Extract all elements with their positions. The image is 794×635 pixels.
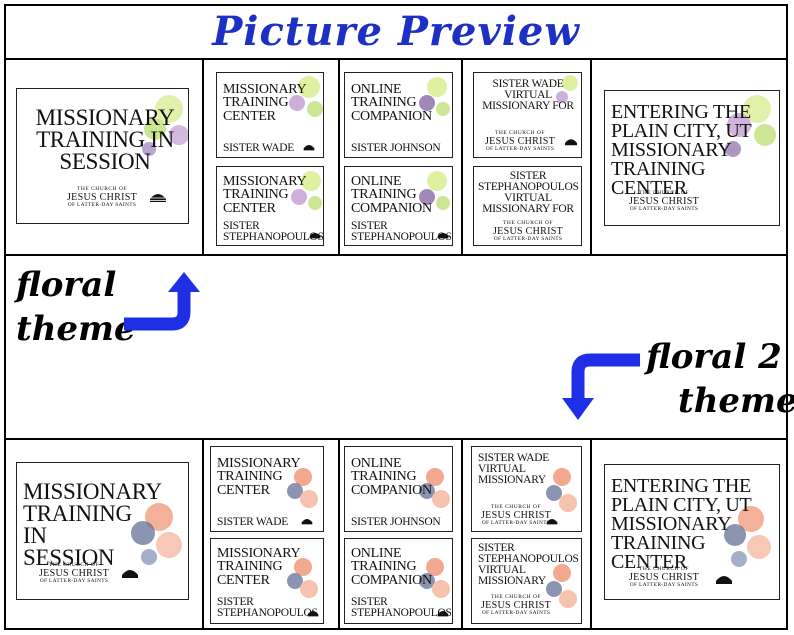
divider [590, 58, 592, 254]
card-online-steph: Online Training Companion Sister Stephan… [344, 166, 453, 246]
arrow-up-icon [124, 272, 200, 331]
card-name: Sister Stephanopoulos [217, 596, 318, 619]
card-in-session: Missionary Training in Session THE CHURC… [16, 88, 189, 224]
temple-icon [150, 194, 166, 202]
divider [6, 438, 786, 440]
temple-icon [303, 145, 315, 151]
card-title: Entering the Plain City, UT Missionary T… [611, 475, 752, 573]
card-title: Missionary Training in Session [23, 479, 162, 570]
floral2-label: floral 2 [646, 337, 782, 377]
floral-decoration [724, 506, 771, 567]
floral-decoration [291, 171, 322, 210]
floral-label: floral [16, 265, 117, 305]
floral-decoration [546, 564, 577, 608]
card-title: Missionary Training in Session [35, 105, 175, 174]
card-entering: Entering the Plain City, UT Missionary T… [604, 90, 780, 226]
card-name: Sister Wade [223, 142, 294, 154]
card-mtc-wade-2: Missionary Training Center Sister Wade [210, 446, 324, 532]
card-mtc-steph-2: Missionary Training Center Sister Stepha… [210, 538, 324, 624]
divider [6, 254, 786, 256]
floral-decoration [725, 95, 776, 157]
preview-sheet: Picture Preview floral theme floral 2 th… [4, 4, 794, 630]
card-name: Sister Stephanopoulos [351, 596, 452, 619]
card-entering-2: Entering the Plain City, UT Missionary T… [604, 464, 780, 600]
divider [461, 438, 463, 630]
arrow-down-icon [562, 353, 640, 420]
temple-icon [437, 611, 449, 617]
floral-decoration [546, 468, 577, 512]
floral-decoration [287, 468, 318, 508]
card-mtc-wade: Missionary Training Center Sister Wade [216, 72, 324, 158]
card-title: Sister Stephanopoulos Virtual Missionary… [478, 170, 579, 215]
card-virtual-wade-2: Sister Wade Virtual Missionary THE CHURC… [471, 446, 582, 532]
floral-decoration [419, 77, 450, 116]
floral-decoration [419, 171, 450, 210]
temple-icon [716, 576, 732, 584]
floral-decoration [419, 558, 450, 598]
card-title: Missionary Training Center [217, 456, 300, 498]
card-title: Online Training Companion [351, 456, 432, 498]
divider [202, 58, 204, 254]
divider [590, 438, 592, 630]
card-title: Missionary Training Center [217, 546, 300, 588]
card-title: Sister Wade Virtual Missionary [478, 452, 549, 486]
floral-decoration [289, 76, 323, 117]
theme2-label: theme [678, 381, 794, 421]
floral-decoration [142, 95, 188, 156]
divider [202, 438, 204, 630]
card-title: Missionary Training Center [223, 82, 306, 124]
card-name: Sister Stephanopoulos [351, 220, 452, 243]
card-in-session-2: Missionary Training in Session THE CHURC… [16, 462, 189, 600]
card-title: Sister Wade Virtual Missionary for [482, 78, 574, 112]
temple-icon [565, 139, 577, 146]
temple-icon [301, 519, 313, 525]
card-online-steph-2: Online Training Companion Sister Stephan… [344, 538, 453, 624]
temple-icon [122, 570, 138, 578]
temple-icon [437, 233, 449, 239]
card-name: Sister Stephanopoulos [223, 220, 324, 243]
divider [338, 438, 340, 630]
floral-decoration [419, 468, 450, 508]
floral-decoration [287, 558, 318, 598]
card-name: Sister Johnson [351, 142, 441, 154]
card-title: Entering the Plain City, UT Missionary T… [611, 101, 752, 199]
temple-icon [309, 233, 321, 239]
divider [6, 58, 786, 60]
theme-label: theme [16, 309, 136, 349]
divider [461, 58, 463, 254]
divider [338, 58, 340, 254]
card-title: Online Training Companion [351, 82, 432, 124]
card-virtual-steph: Sister Stephanopoulos Virtual Missionary… [473, 166, 582, 246]
floral-decoration [131, 503, 182, 565]
card-title: Online Training Companion [351, 546, 432, 588]
card-virtual-steph-2: Sister Stephanopoulos Virtual Missionary… [471, 538, 582, 624]
card-mtc-steph: Missionary Training Center Sister Stepha… [216, 166, 324, 246]
card-title: Missionary Training Center [223, 174, 306, 216]
temple-icon [307, 611, 319, 617]
temple-icon [546, 519, 558, 525]
card-name: Sister Wade [217, 516, 288, 528]
card-title: Sister Stephanopoulos Virtual Missionary [478, 542, 579, 587]
card-title: Online Training Companion [351, 174, 432, 216]
card-name: Sister Johnson [351, 516, 441, 528]
floral-decoration [556, 75, 578, 103]
page-title: Picture Preview [212, 8, 580, 55]
card-virtual-wade: Sister Wade Virtual Missionary for THE C… [473, 72, 582, 158]
card-online-johnson: Online Training Companion Sister Johnson [344, 72, 453, 158]
card-online-johnson-2: Online Training Companion Sister Johnson [344, 446, 453, 532]
